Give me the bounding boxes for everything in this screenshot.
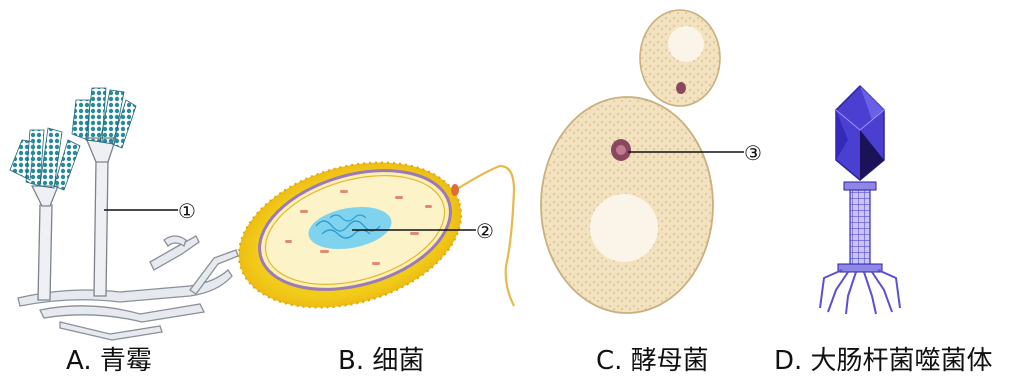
svg-text:①: ①	[178, 199, 196, 223]
svg-text:②: ②	[476, 219, 494, 243]
caption-bacteriophage: D. 大肠杆菌噬菌体	[774, 340, 993, 377]
marker-3: ③	[744, 141, 762, 165]
penicillium-illustration	[10, 88, 238, 340]
caption-yeast: C. 酵母菌	[596, 340, 709, 377]
caption-bacteria: B. 细菌	[338, 340, 424, 377]
caption-penicillium: A. 青霉	[66, 340, 152, 377]
marker-2: ②	[476, 219, 494, 243]
marker-1: ①	[178, 199, 196, 223]
bacteriophage-illustration	[820, 86, 900, 314]
bacterium-illustration	[222, 138, 514, 332]
svg-text:③: ③	[744, 141, 762, 165]
yeast-illustration	[541, 10, 744, 313]
